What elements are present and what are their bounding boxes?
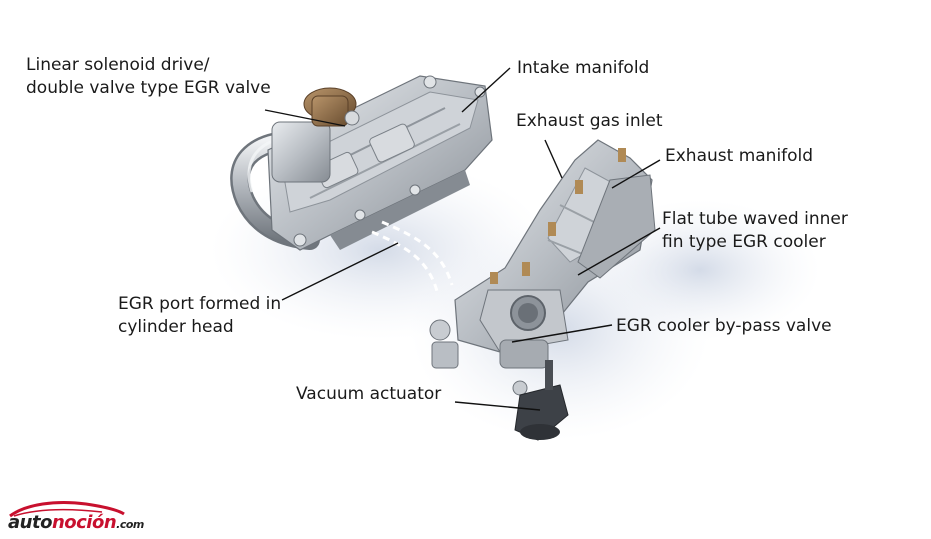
egr-valve [271, 87, 360, 183]
label-line: Linear solenoid drive/ [26, 55, 210, 75]
label-exhaust-manifold: Exhaust manifold [665, 145, 813, 168]
label-egr-port: EGR port formed in cylinder head [118, 293, 281, 339]
bypass-valve [499, 339, 549, 396]
label-line: double valve type EGR valve [26, 78, 271, 98]
label-line: Exhaust manifold [665, 146, 814, 166]
label-line: Exhaust gas inlet [516, 111, 663, 131]
label-bypass-valve: EGR cooler by-pass valve [616, 315, 832, 338]
label-line: Vacuum actuator [296, 384, 442, 404]
leader-lines [264, 67, 661, 411]
label-line: Intake manifold [517, 58, 650, 78]
label-line: fin type EGR cooler [662, 232, 826, 252]
label-vacuum-actuator: Vacuum actuator [296, 383, 441, 406]
exhaust-studs [490, 148, 626, 284]
logo-part-nocion: noción [51, 512, 117, 533]
egr-port-dashed-path [371, 220, 454, 296]
label-line: cylinder head [118, 317, 234, 337]
label-egr-cooler: Flat tube waved inner fin type EGR coole… [662, 208, 848, 254]
label-intake-manifold: Intake manifold [517, 57, 649, 80]
label-line: Flat tube waved inner [662, 209, 848, 229]
autonocion-logo: autonoción.com [6, 500, 166, 536]
label-egr-valve: Linear solenoid drive/ double valve type… [26, 54, 271, 100]
label-line: EGR port formed in [118, 294, 282, 314]
logo-part-auto: auto [8, 512, 52, 533]
egr-cooler [577, 174, 656, 279]
logo-text: autonoción.com [8, 512, 144, 533]
label-exhaust-gas-inlet: Exhaust gas inlet [516, 110, 663, 133]
car-swoosh-icon [9, 501, 125, 518]
vacuum-actuator [514, 360, 569, 441]
logo-part-com: .com [116, 518, 144, 531]
label-line: EGR cooler by-pass valve [616, 316, 832, 336]
